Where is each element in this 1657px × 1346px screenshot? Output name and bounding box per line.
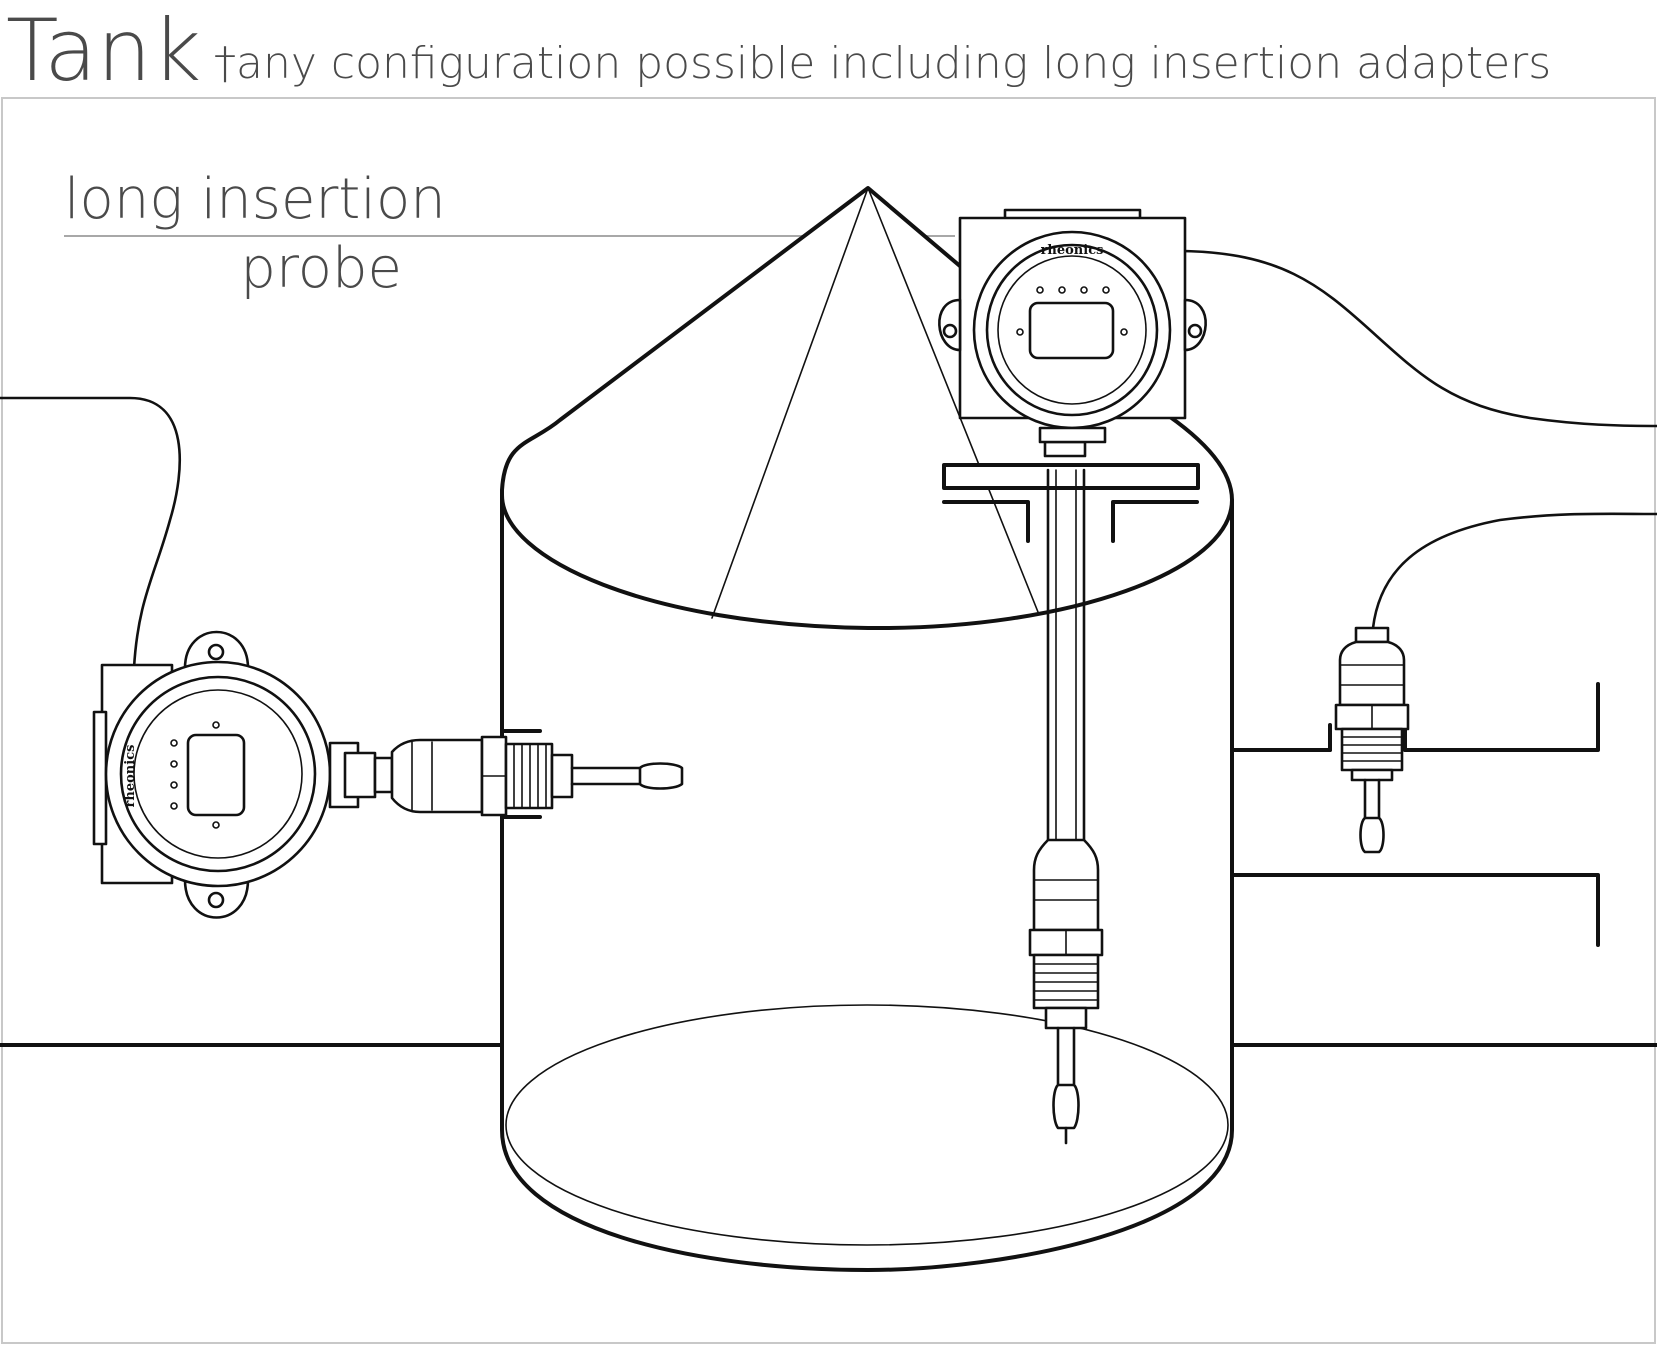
side-pipe-upper-left [1230,553,1332,752]
left-transmitter: rheonics [92,630,684,919]
callout-line2: probe [240,236,402,301]
side-pipe-upper-right [1403,682,1600,752]
callout-line1: long insertion [64,167,446,232]
top-transmitter: rheonics [938,208,1207,444]
right-sensor-cable [1371,512,1657,630]
top-transmitter-logo: rheonics [1041,243,1104,258]
long-insertion-probe [1028,440,1104,1145]
left-transmitter-logo: rheonics [123,745,138,808]
cone-edge-right [867,187,1039,613]
diagram-subtitle: †any configuration possible including lo… [214,38,1551,89]
tank-wall-nozzle [500,729,542,819]
top-nozzle [942,500,1199,543]
diagram-frame [1,97,1656,1344]
top-transmitter-cable [1178,249,1657,428]
diagram-title: Tank [6,1,201,101]
left-cable [0,396,182,670]
tank-bottom-ellipse [505,1004,1229,1246]
side-pipe-lower [1230,873,1600,1047]
top-flange [942,463,1200,490]
tank-top-rim [500,493,1234,631]
side-pipe-sensor [1334,626,1410,854]
cone-edge-left [711,187,869,619]
